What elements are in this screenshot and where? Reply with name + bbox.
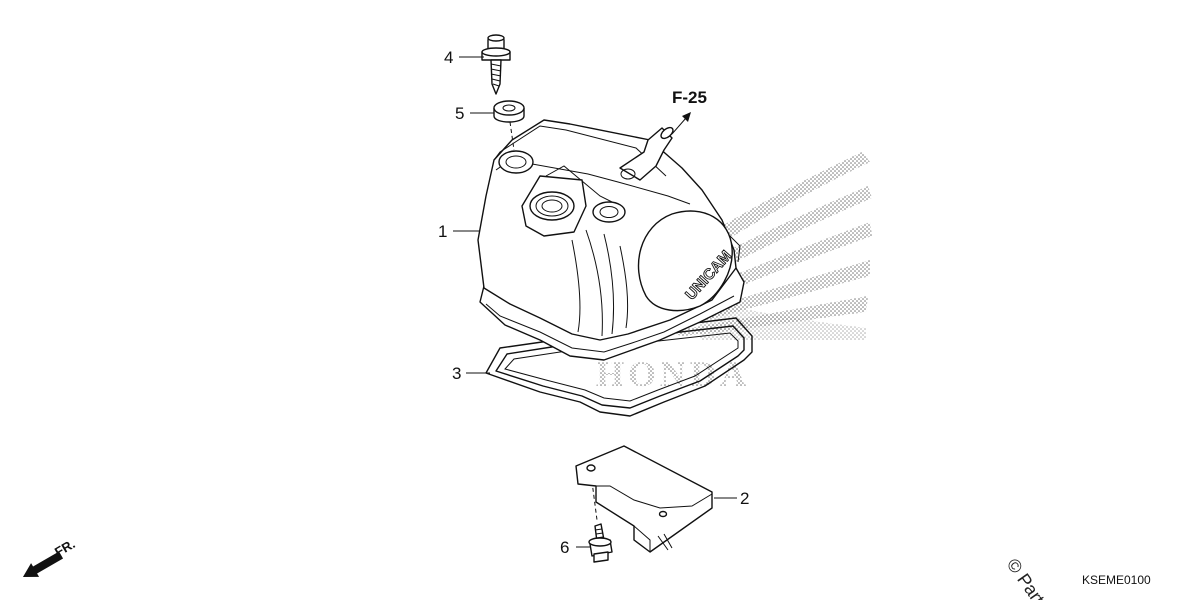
copyright-watermark: © Part [1003, 555, 1049, 600]
front-direction-indicator: FR. [22, 536, 78, 577]
bolt-part-6 [588, 523, 613, 563]
honda-text-watermark: HONDA [596, 354, 750, 394]
bolt-part-4 [481, 34, 511, 95]
callout-2: 2 [740, 489, 749, 508]
reference-arrow [671, 112, 691, 135]
callout-6: 6 [560, 538, 569, 557]
callout-1: 1 [438, 222, 447, 241]
guide-plate-part-2 [575, 445, 713, 553]
diagram-code: KSEME0100 [1082, 573, 1151, 587]
callout-leaders [453, 56, 737, 548]
callout-3: 3 [452, 364, 461, 383]
callout-4: 4 [444, 48, 453, 67]
cylinder-head-cover-part-1: UNICAM [477, 119, 745, 361]
reference-label: F-25 [672, 88, 707, 107]
callout-5: 5 [455, 104, 464, 123]
washer-part-5 [493, 100, 525, 123]
